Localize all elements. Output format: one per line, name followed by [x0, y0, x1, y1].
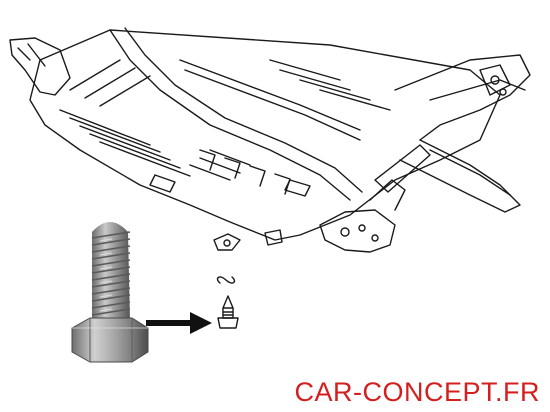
- watermark-logo: CAR-CONCEPT.FR: [294, 377, 540, 407]
